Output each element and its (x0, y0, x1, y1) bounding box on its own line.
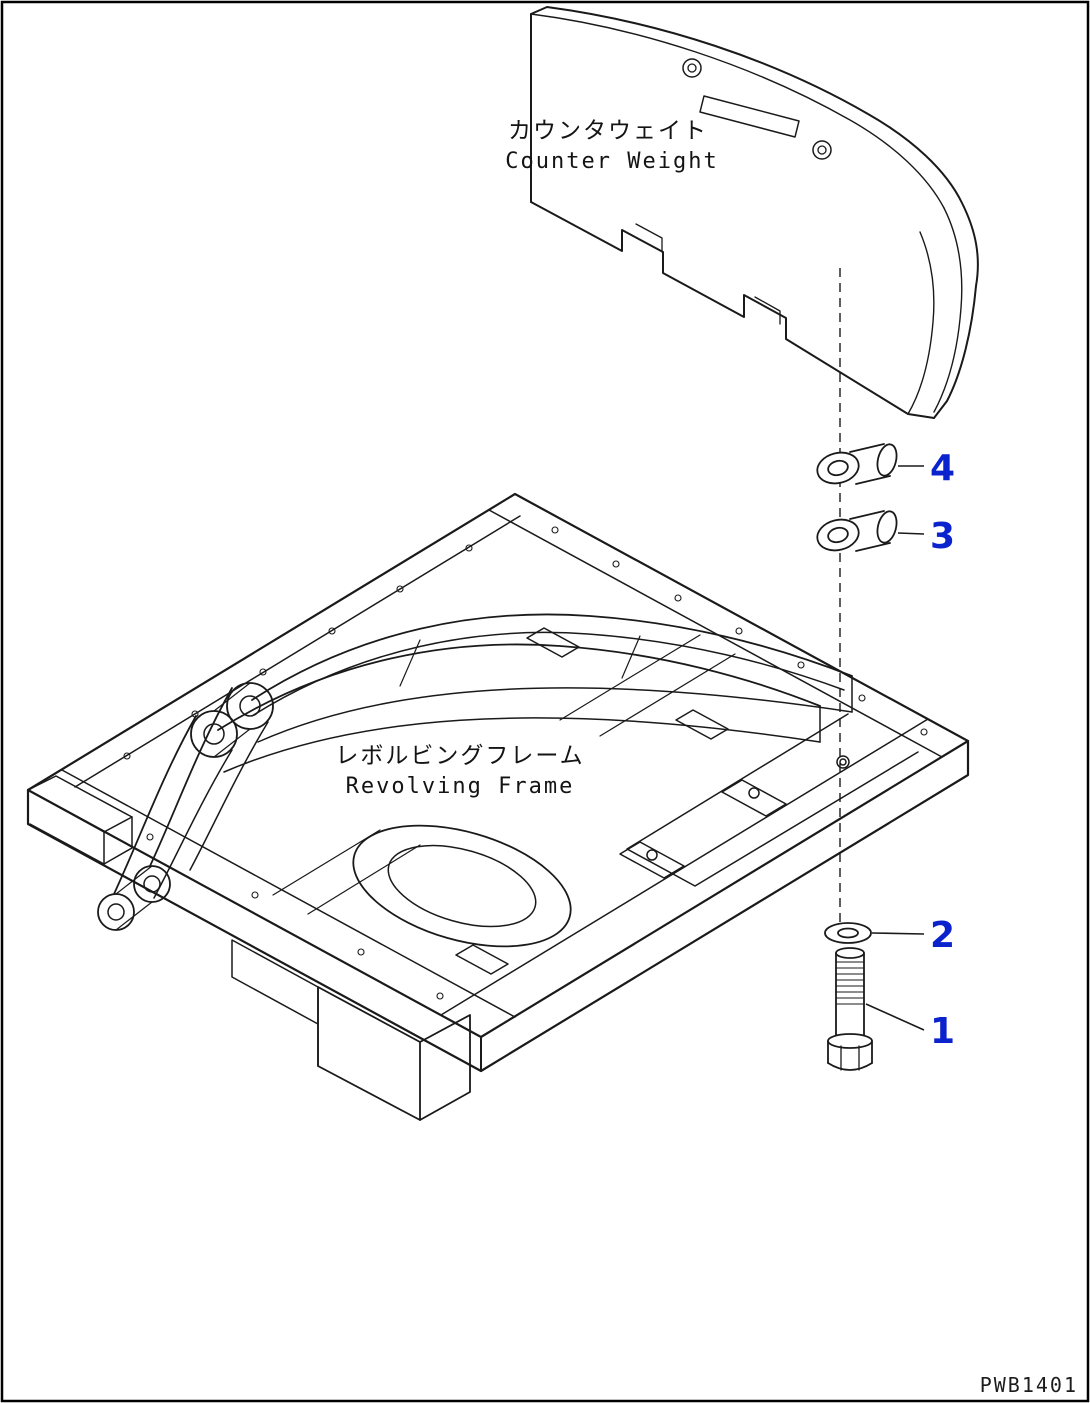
drawing-code: PWB1401 (980, 1373, 1078, 1397)
callout-2[interactable]: 2 (871, 915, 955, 956)
callout-3-leader (897, 532, 925, 535)
callout-4[interactable]: 4 (898, 448, 955, 489)
counter-weight-label-en: Counter Weight (505, 149, 718, 174)
callout-2-leader (871, 932, 925, 935)
callout-1-leader (865, 1003, 925, 1031)
callout-1-number[interactable]: 1 (930, 1011, 955, 1052)
part-3-washer-assembly-drawing (816, 510, 898, 552)
part-2-washer-drawing (824, 922, 872, 944)
revolving-frame-label-jp: レボルビングフレーム (335, 743, 584, 769)
callout-3[interactable]: 3 (897, 516, 955, 557)
callout-2-number[interactable]: 2 (930, 915, 955, 956)
callout-3-number[interactable]: 3 (930, 516, 955, 557)
revolving-frame-label-en: Revolving Frame (346, 774, 575, 799)
revolving-frame-drawing (26, 492, 970, 1121)
part-4-washer-assembly-drawing (816, 443, 898, 485)
callout-4-number[interactable]: 4 (930, 448, 955, 489)
callout-1[interactable]: 1 (865, 1003, 955, 1052)
counter-weight-label-jp: カウンタウェイト (508, 118, 708, 144)
counter-weight-drawing (530, 6, 979, 419)
part-1-bolt-drawing (827, 947, 873, 1071)
